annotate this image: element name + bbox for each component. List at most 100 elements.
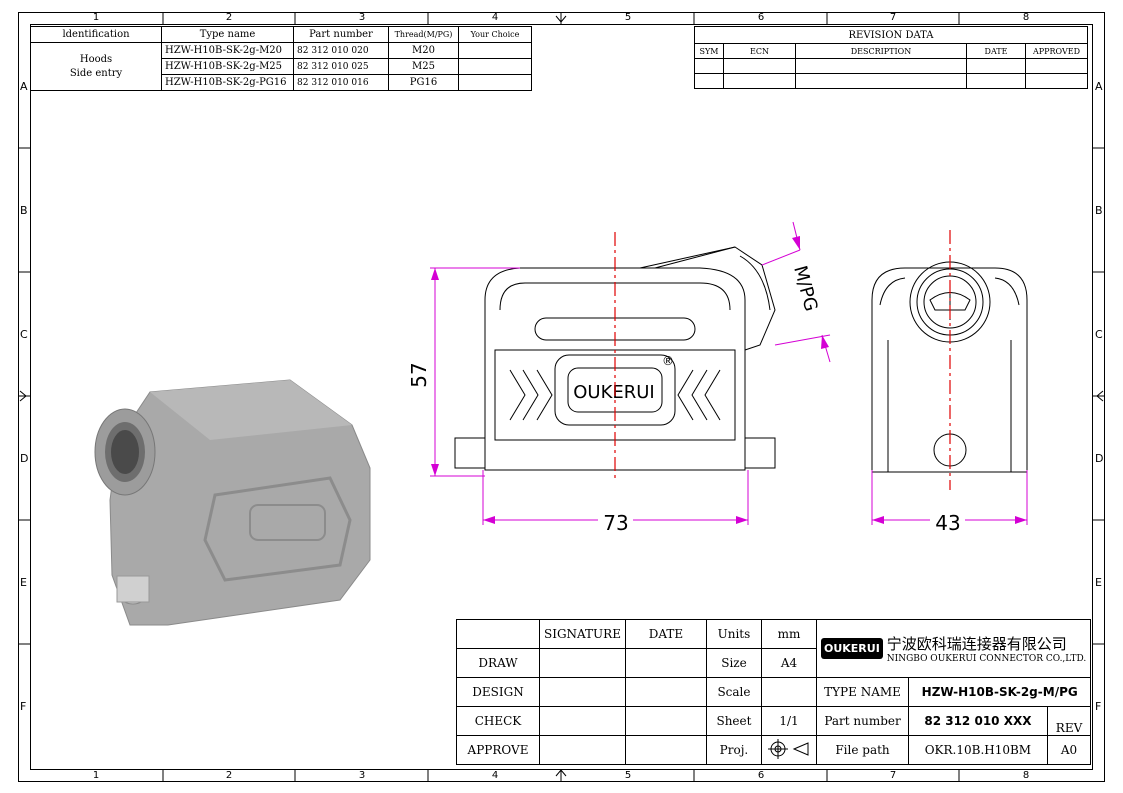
id-header: ldentification bbox=[30, 26, 162, 43]
revision-header: SYM bbox=[694, 43, 724, 59]
row-letter: F bbox=[1095, 700, 1102, 713]
revision-table: REVISION DATA SYM ECN DESCRIPTION DATE A… bbox=[694, 26, 1088, 89]
type-name-cell: HZW-H10B-SK-2g-M20 bbox=[161, 42, 294, 59]
design-signature[interactable] bbox=[539, 677, 626, 707]
id-header: Thread(M/PG) bbox=[388, 26, 459, 43]
dimension-lines bbox=[430, 221, 1028, 525]
scale-value bbox=[760, 677, 817, 707]
type-name-cell: HZW-H10B-SK-2g-M25 bbox=[161, 58, 294, 75]
row-letter: E bbox=[20, 576, 27, 589]
part-number-cell: 82 312 010 016 bbox=[293, 74, 389, 91]
rev-value: A0 bbox=[1046, 735, 1092, 765]
revision-header: DESCRIPTION bbox=[795, 43, 967, 59]
identification-line: Hoods bbox=[79, 53, 113, 65]
scale-label: Scale bbox=[705, 677, 762, 707]
row-letter: D bbox=[20, 452, 29, 465]
row-letter: C bbox=[20, 328, 28, 341]
column-number: 7 bbox=[889, 12, 897, 23]
choice-cell[interactable] bbox=[458, 58, 532, 75]
thread-cell: PG16 bbox=[388, 74, 459, 91]
sheet-value: 1/1 bbox=[760, 706, 817, 736]
revision-row bbox=[694, 58, 1088, 74]
column-number: 4 bbox=[491, 770, 499, 781]
row-letter: B bbox=[20, 204, 28, 217]
choice-cell[interactable] bbox=[458, 74, 532, 91]
identification-line: Side entry bbox=[69, 67, 123, 79]
sheet-label: Sheet bbox=[705, 706, 762, 736]
approve-date[interactable] bbox=[624, 735, 707, 765]
draw-date[interactable] bbox=[624, 648, 707, 678]
column-number: 5 bbox=[624, 770, 632, 781]
role-approve: APPROVE bbox=[456, 735, 540, 765]
identification-table: ldentification Type name Part number Thr… bbox=[30, 26, 532, 91]
revision-row bbox=[694, 73, 1088, 89]
centering-marks bbox=[18, 12, 1105, 782]
row-letter: E bbox=[1095, 576, 1102, 589]
check-date[interactable] bbox=[624, 706, 707, 736]
type-name-value: HZW-H10B-SK-2g-M/PG bbox=[908, 677, 1092, 707]
column-number: 1 bbox=[92, 770, 100, 781]
date-header: DATE bbox=[624, 619, 707, 649]
row-letter: D bbox=[1095, 452, 1104, 465]
hood-product-photo bbox=[94, 379, 371, 626]
row-letter: B bbox=[1095, 204, 1103, 217]
dim-height-label: 57 bbox=[407, 362, 431, 387]
revision-header: ECN bbox=[723, 43, 796, 59]
company-name-en: NINGBO OUKERUI CONNECTOR CO.,LTD. bbox=[886, 654, 1087, 664]
column-number: 2 bbox=[225, 770, 233, 781]
file-path-value: OKR.10B.H10BM bbox=[908, 735, 1048, 765]
dim-thread-label: M/PG bbox=[789, 263, 821, 313]
check-signature[interactable] bbox=[539, 706, 626, 736]
thread-cell: M20 bbox=[388, 42, 459, 59]
rev-label: REV bbox=[1046, 706, 1092, 736]
choice-cell[interactable] bbox=[458, 42, 532, 59]
column-number: 3 bbox=[358, 12, 366, 23]
revision-header: DATE bbox=[966, 43, 1026, 59]
column-number: 4 bbox=[491, 12, 499, 23]
id-header: Type name bbox=[161, 26, 294, 43]
role-draw: DRAW bbox=[456, 648, 540, 678]
company-logo: OUKERUI bbox=[820, 638, 883, 659]
column-number: 1 bbox=[92, 12, 100, 23]
role-check: CHECK bbox=[456, 706, 540, 736]
dimension-arrows bbox=[431, 236, 1027, 524]
units-label: Units bbox=[705, 619, 762, 649]
proj-label: Proj. bbox=[705, 735, 762, 765]
registered-mark: ® bbox=[662, 354, 674, 368]
drawing-frame bbox=[30, 24, 1093, 770]
id-header: Your Choice bbox=[458, 26, 532, 43]
part-number-value: 82 312 010 XXX bbox=[908, 706, 1048, 736]
column-number: 3 bbox=[358, 770, 366, 781]
approve-signature[interactable] bbox=[539, 735, 626, 765]
id-header: Part number bbox=[293, 26, 389, 43]
units-value: mm bbox=[760, 619, 817, 649]
dim-width-label: 73 bbox=[603, 511, 628, 535]
size-label: Size bbox=[705, 648, 762, 678]
company-cell: OUKERUI 宁波欧科瑞连接器有限公司 NINGBO OUKERUI CONN… bbox=[815, 619, 1092, 678]
part-number-cell: 82 312 010 020 bbox=[293, 42, 389, 59]
column-number: 2 bbox=[225, 12, 233, 23]
draw-signature[interactable] bbox=[539, 648, 626, 678]
column-number: 7 bbox=[889, 770, 897, 781]
identification-cell: Hoods Side entry bbox=[30, 42, 162, 91]
zone-ticks bbox=[18, 12, 1105, 782]
role-design: DESIGN bbox=[456, 677, 540, 707]
company-name-cn: 宁波欧科瑞连接器有限公司 bbox=[886, 635, 1067, 653]
row-letter: C bbox=[1095, 328, 1103, 341]
row-letter: A bbox=[20, 80, 28, 93]
design-date[interactable] bbox=[624, 677, 707, 707]
projection-symbol-icon bbox=[767, 738, 809, 759]
column-number: 6 bbox=[757, 12, 765, 23]
revision-header: APPROVED bbox=[1025, 43, 1088, 59]
size-value: A4 bbox=[760, 648, 817, 678]
column-number: 8 bbox=[1022, 770, 1030, 781]
file-path-label: File path bbox=[815, 735, 910, 765]
column-number: 8 bbox=[1022, 12, 1030, 23]
projection-symbol-cell bbox=[760, 735, 817, 765]
part-number-cell: 82 312 010 025 bbox=[293, 58, 389, 75]
type-name-label: TYPE NAME bbox=[815, 677, 910, 707]
revision-title: REVISION DATA bbox=[694, 26, 1088, 44]
row-letter: F bbox=[20, 700, 27, 713]
column-number: 6 bbox=[757, 770, 765, 781]
